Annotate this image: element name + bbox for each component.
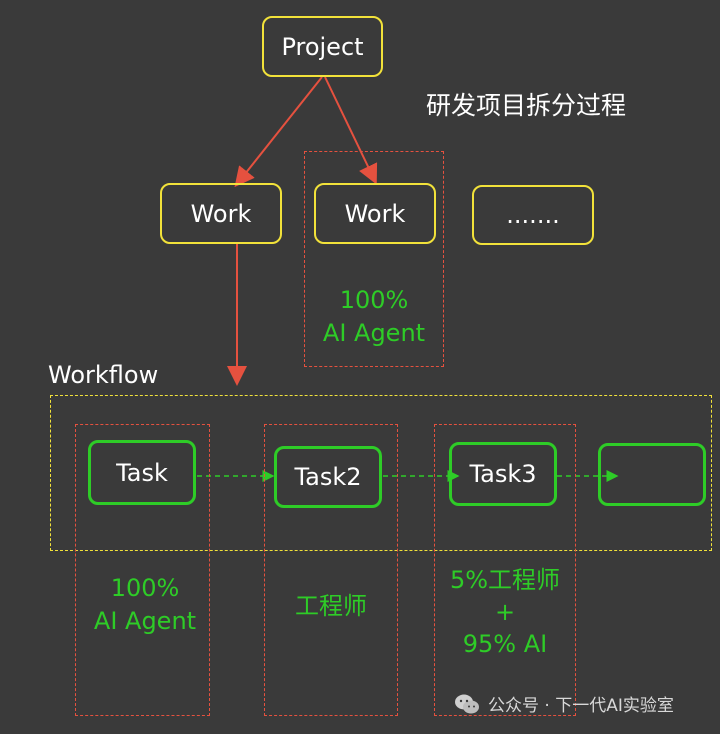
work-node-2: Work: [314, 183, 436, 244]
work-annotation-line-2: AI Agent: [322, 319, 426, 347]
task-annotation-2: 工程师: [264, 590, 398, 623]
work-label-more: .......: [506, 201, 560, 229]
task-annotation-3-line-2: +: [494, 598, 516, 626]
workflow-label: Workflow: [48, 361, 159, 389]
task-column-1: [75, 424, 210, 716]
task-node-next: [598, 443, 706, 506]
work-node-1: Work: [160, 183, 282, 244]
task-node-3: Task3: [449, 442, 557, 506]
task-annotation-1-line-1: 100%: [110, 574, 180, 602]
task-annotation-1-line-2: AI Agent: [93, 607, 197, 635]
work-node-more: .......: [472, 185, 594, 245]
watermark: 公众号 · 下一代AI实验室: [454, 691, 674, 716]
work-annotation-line-1: 100%: [339, 286, 409, 314]
task-label-2: Task2: [294, 463, 362, 491]
work-label-1: Work: [190, 199, 252, 228]
task-node-1: Task: [88, 440, 196, 505]
task-annotation-3: 5%工程师 + 95% AI: [434, 564, 576, 660]
project-node: Project: [262, 16, 383, 77]
work-annotation: 100% AI Agent: [304, 284, 444, 350]
task-column-2: [264, 424, 398, 716]
work-label-2: Work: [344, 199, 406, 228]
watermark-text: 公众号 · 下一代AI实验室: [488, 696, 674, 716]
wechat-icon: [455, 694, 479, 713]
task-annotation-1: 100% AI Agent: [75, 572, 215, 638]
task-label-1: Task: [116, 458, 168, 487]
task-annotation-3-line-3: 95% AI: [462, 630, 548, 658]
arrow-project-to-work-1: [234, 76, 323, 188]
arrow-project-to-work-2: [324, 76, 378, 185]
workflow-container: [50, 395, 712, 551]
task-annotation-3-line-1: 5%工程师: [449, 566, 561, 594]
task-node-2: Task2: [274, 446, 382, 508]
work-agent-region: [304, 151, 444, 367]
diagram-title: 研发项目拆分过程: [426, 91, 627, 120]
task-label-3: Task3: [469, 460, 537, 488]
task-annotation-2-line-1: 工程师: [295, 592, 367, 620]
project-label: Project: [281, 32, 364, 61]
task-column-3: [434, 424, 576, 716]
